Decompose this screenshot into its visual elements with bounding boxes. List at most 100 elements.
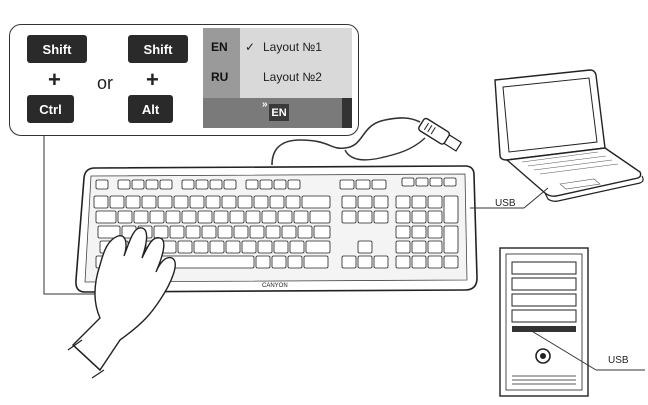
- language-code-en: EN: [211, 40, 228, 54]
- keyboard-key: [357, 240, 373, 254]
- keyboard-key: [195, 179, 209, 190]
- keyboard-key: [357, 195, 373, 209]
- keyboard-key: [209, 240, 225, 254]
- media-key: [443, 177, 457, 187]
- keyboard-key: [273, 179, 287, 190]
- keyboard-key: [97, 225, 121, 239]
- language-code-column: [203, 28, 240, 98]
- keyboard-key: [341, 210, 357, 224]
- keyboard-key: [339, 179, 355, 190]
- keyboard-key: [273, 240, 289, 254]
- keyboard-key: [355, 179, 371, 190]
- keyboard-key: [309, 210, 331, 224]
- laptop-usb-label: USB: [495, 198, 516, 209]
- keyboard-key: [373, 195, 389, 209]
- keyboard-key: [173, 195, 189, 209]
- keyboard-key: [371, 179, 387, 190]
- keyboard-key: [285, 195, 301, 209]
- language-code-ru: RU: [211, 70, 229, 84]
- keyboard-key: [181, 179, 195, 190]
- keyboard-key: [277, 210, 293, 224]
- numpad-key: [427, 195, 443, 209]
- double-arrow-icon: »: [262, 99, 268, 110]
- keyboard-key: [269, 195, 285, 209]
- shift-key-1: Shift: [27, 35, 87, 63]
- keyboard-key: [341, 255, 357, 269]
- or-separator: or: [97, 73, 114, 93]
- keyboard-key: [205, 195, 221, 209]
- language-bar-menu: EN ✓ Layout №1 RU Layout №2 » EN: [203, 28, 352, 128]
- desktop-usb-label: USB: [608, 355, 629, 366]
- keyboard-key: [313, 225, 331, 239]
- keyboard-key: [149, 210, 165, 224]
- media-key: [429, 177, 443, 187]
- layout-2-item[interactable]: Layout №2: [263, 70, 322, 84]
- media-key: [401, 177, 415, 187]
- keyboard-key: [301, 195, 331, 209]
- keyboard-key: [293, 210, 309, 224]
- numpad-key: [443, 255, 459, 269]
- plus-sign-2: +: [146, 67, 159, 92]
- keyboard-key: [133, 210, 149, 224]
- numpad-key: [411, 240, 427, 254]
- keyboard-key: [357, 210, 373, 224]
- keyboard-key: [373, 255, 389, 269]
- keyboard-brand: CANYON: [262, 283, 288, 289]
- keyboard-key: [245, 210, 261, 224]
- numpad-key: [411, 225, 427, 239]
- keyboard-key: [357, 255, 373, 269]
- keyboard-key: [95, 210, 117, 224]
- keyboard-key: [169, 225, 185, 239]
- shift-key-2: Shift: [128, 35, 188, 63]
- numpad-key: [395, 240, 411, 254]
- numpad-key: [411, 210, 427, 224]
- numpad-key: [427, 255, 443, 269]
- keyboard-key: [221, 195, 237, 209]
- keyboard-key: [265, 225, 281, 239]
- keyboard-key: [117, 179, 131, 190]
- keyboard-key: [213, 210, 229, 224]
- numpad-key: [395, 210, 411, 224]
- keyboard-key: [125, 195, 141, 209]
- keyboard-key: [289, 240, 305, 254]
- keyboard-key: [287, 179, 301, 190]
- keyboard-key: [233, 225, 249, 239]
- keyboard-key: [253, 195, 269, 209]
- numpad-key: [443, 195, 459, 224]
- keyboard-key: [237, 195, 253, 209]
- keyboard-key: [165, 210, 181, 224]
- keyboard-key: [373, 210, 389, 224]
- keyboard-key: [197, 210, 213, 224]
- keyboard-key: [109, 195, 125, 209]
- keyboard-key: [141, 195, 157, 209]
- keyboard-key: [223, 179, 237, 190]
- language-indicator-bar: » EN: [203, 98, 352, 128]
- keyboard-key: [189, 195, 205, 209]
- check-icon: ✓: [245, 40, 256, 54]
- keyboard-key: [209, 179, 223, 190]
- keyboard-key: [181, 210, 197, 224]
- language-indicator[interactable]: EN: [269, 104, 289, 121]
- numpad-key: [427, 225, 443, 239]
- keyboard-key: [241, 240, 257, 254]
- keyboard-key: [341, 195, 357, 209]
- alt-key: Alt: [128, 95, 173, 123]
- keyboard-key: [271, 255, 287, 269]
- keyboard-key: [185, 225, 201, 239]
- keyboard-key: [159, 179, 173, 190]
- numpad-key: [443, 225, 459, 254]
- keyboard-key: [229, 210, 245, 224]
- keyboard-key: [117, 210, 133, 224]
- layout-1-item[interactable]: Layout №1: [263, 40, 322, 54]
- keyboard-key: [157, 195, 173, 209]
- numpad-key: [395, 225, 411, 239]
- indicator-bar-edge: [342, 98, 352, 128]
- keyboard-key: [249, 225, 265, 239]
- keyboard-key: [145, 179, 159, 190]
- keyboard-key: [303, 255, 329, 269]
